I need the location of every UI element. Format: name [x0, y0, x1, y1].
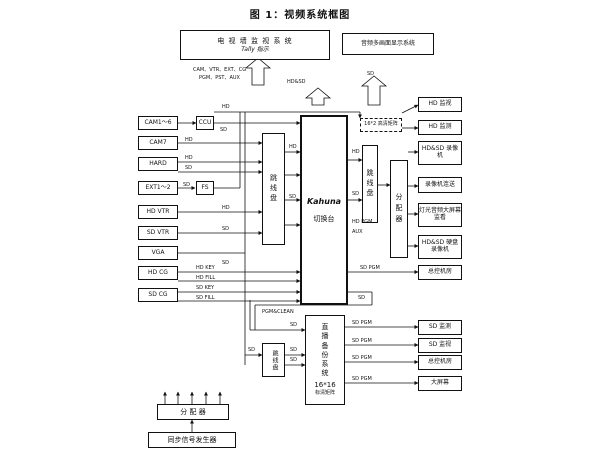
sig-sd-pgm-1: SD PGM: [352, 320, 372, 326]
sig-sd-patch3: SD: [248, 347, 256, 353]
source-vga: VGA: [138, 246, 178, 260]
sig-sd-out: SD: [352, 191, 360, 197]
sig-hd-1: HD: [222, 104, 230, 110]
source-sd-vtr: SD VTR: [138, 226, 178, 240]
sig-sd-pgm-2: SD PGM: [352, 338, 372, 344]
source-hard: HARD: [138, 157, 178, 171]
backup-size: 16*16: [314, 380, 336, 389]
sig-sd-pgm-4: SD PGM: [352, 376, 372, 382]
diagram-title: 图 1：视频系统框图: [249, 10, 351, 21]
patch-panel-1: 跳线盘: [262, 133, 285, 245]
multi-display-label: 音频多画面显示系统: [360, 39, 415, 47]
sig-hd-key: HD KEY: [196, 265, 215, 271]
source-sd-cg: SD CG: [138, 288, 178, 302]
patch-panel-2-label: 跳线盘: [366, 169, 375, 199]
sig-sd-vga: SD: [222, 260, 230, 266]
sig-sd-ext: SD: [183, 182, 191, 188]
backup-sub: 标清矩阵: [314, 389, 335, 396]
sig-sd-patch: SD: [289, 194, 297, 200]
sig-sd-pgm-3: SD PGM: [352, 355, 372, 361]
sig-hd-fill: HD FILL: [196, 275, 216, 281]
video-wall-label: 电 视 墙 监 视 系 统: [217, 36, 293, 45]
source-hd-cg: HD CG: [138, 266, 178, 280]
source-cam7: CAM7: [138, 136, 178, 150]
output-master-control: 总控机房: [418, 265, 462, 280]
sig-sd-key: SD KEY: [196, 285, 215, 291]
switcher-sub: 切换台: [313, 214, 335, 223]
output-hdsd-recorder: HD&SD 录像机: [418, 141, 462, 165]
sig-sd-clean: SD: [290, 322, 298, 328]
output-hd-monitor: HD 监视: [418, 97, 462, 112]
output-hd-test: HD 监测: [418, 120, 462, 135]
output-big-screen: 大屏幕: [418, 376, 462, 391]
sig-sd-ccu: SD: [220, 127, 228, 133]
sig-sd-return: SD: [358, 295, 366, 301]
sig-aux: AUX: [352, 229, 363, 235]
up-arrow-video-wall: [244, 57, 272, 86]
output-light-audio: 灯光音频大屏幕监看: [418, 203, 462, 227]
switcher-name: Kahuna: [306, 197, 342, 207]
hdsd-label: HD&SD: [287, 79, 306, 85]
sd-top-label: SD: [367, 71, 375, 77]
backup-name: 直播备份系统: [321, 323, 329, 377]
fs-box: FS: [196, 181, 214, 195]
sig-sd-patch3-out2: SD: [290, 357, 298, 363]
sig-sd-fill: SD FILL: [196, 295, 215, 301]
sync-generator: 同步信号发生器: [148, 432, 236, 448]
up-arrow-multi-display: [360, 75, 388, 106]
patch-panel-1-label: 跳线盘: [269, 174, 278, 204]
backup-system-box: 直播备份系统 16*16 标清矩阵: [305, 315, 345, 405]
sig-hd-hard: HD: [185, 155, 193, 161]
ccu-box: CCU: [196, 116, 214, 130]
switcher-kahuna: Kahuna 切换台: [300, 115, 348, 305]
sig-hd-out: HD: [352, 149, 360, 155]
up-arrow-switch-out: [304, 87, 332, 106]
source-cam1-6: CAM1～6: [138, 116, 178, 130]
source-ext1-2: EXT1～2: [138, 181, 178, 195]
sig-sd-hard: SD: [185, 165, 193, 171]
patch-panel-3-label: 跳线盘: [270, 349, 278, 371]
sig-pgm-clean: PGM&CLEAN: [262, 309, 294, 315]
video-wall-box: 电 视 墙 监 视 系 统 Tally 指示: [180, 30, 330, 60]
patch-panel-2: 跳线盘: [362, 145, 378, 223]
distributor-label: 分配器: [395, 192, 404, 226]
output-sd-monitor: SD 监视: [418, 338, 462, 353]
output-recorder-feed: 录像机连送: [418, 177, 462, 193]
sig-sd-pgm-top: SD PGM: [360, 265, 380, 271]
output-sd-test: SD 监测: [418, 320, 462, 335]
output-hdsd-disk: HD&SD 硬盘录像机: [418, 235, 462, 259]
sync-distributor: 分 配 器: [157, 404, 229, 420]
sig-hd-vtr: HD: [222, 205, 230, 211]
sig-hd-pgm: HD PGM: [352, 219, 373, 225]
out-label-1: CAM、VTR、EXT、CG: [193, 67, 247, 73]
multi-display-box: 音频多画面显示系统: [342, 33, 434, 55]
sig-sd-vtr: SD: [222, 226, 230, 232]
hd-matrix-box: 16*2 高清矩阵: [360, 118, 402, 132]
source-hd-vtr: HD VTR: [138, 205, 178, 219]
output-master-control-2: 总控机房: [418, 355, 462, 370]
distributor-box: 分配器: [390, 160, 408, 258]
hd-matrix-label: 16*2 高清矩阵: [364, 121, 398, 128]
sig-hd-patch: HD: [289, 144, 297, 150]
out-label-2: PGM、PST、AUX: [199, 75, 240, 81]
sig-hd-cam7: HD: [185, 137, 193, 143]
patch-panel-3: 跳线盘: [262, 343, 285, 377]
tally-label: Tally 指示: [241, 45, 269, 53]
sig-sd-patch3-out1: SD: [290, 347, 298, 353]
